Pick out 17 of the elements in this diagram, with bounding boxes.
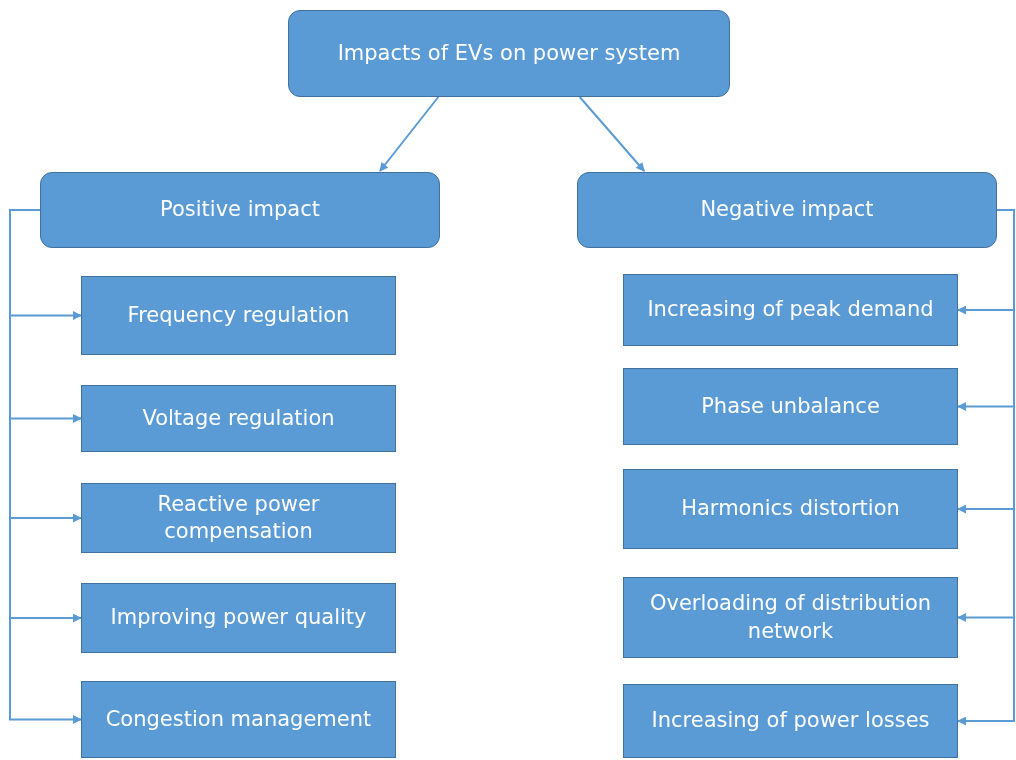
impact-box: Phase unbalance xyxy=(623,368,958,445)
title-box: Impacts of EVs on power system xyxy=(288,10,730,97)
impact-box: Increasing of power losses xyxy=(623,684,958,758)
category-box: Positive impact xyxy=(40,172,440,248)
category-box: Negative impact xyxy=(577,172,997,248)
impact-box: Congestion management xyxy=(81,681,396,758)
impact-box: Improving power quality xyxy=(81,583,396,653)
impact-box: Harmonics distortion xyxy=(623,469,958,549)
impact-box: Increasing of peak demand xyxy=(623,274,958,346)
impact-box: Reactive power compensation xyxy=(81,483,396,553)
arrow xyxy=(9,209,82,724)
impact-box: Overloading of distribution network xyxy=(623,577,958,658)
arrow xyxy=(379,96,440,172)
impact-box: Voltage regulation xyxy=(81,385,396,452)
impact-box: Frequency regulation xyxy=(81,276,396,355)
arrow xyxy=(578,96,646,172)
arrow xyxy=(957,209,1015,726)
